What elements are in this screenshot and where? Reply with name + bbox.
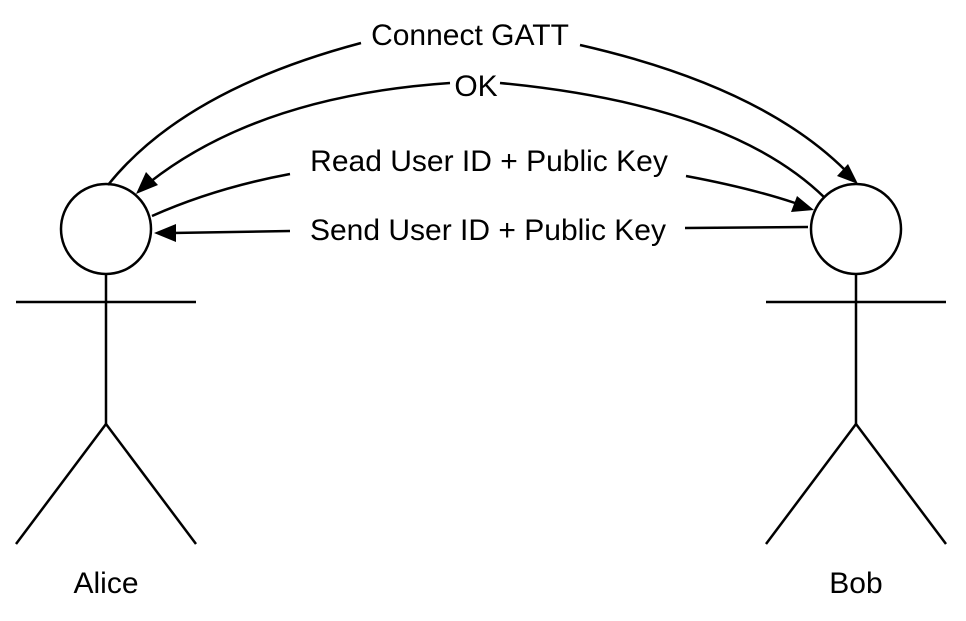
message-send-arrowhead — [154, 224, 176, 242]
message-send-line-right — [684, 225, 809, 230]
message-read-user-id: Read User ID + Public Key — [151, 145, 814, 218]
message-send-line-left — [171, 229, 291, 235]
message-connect-gatt: Connect GATT — [107, 19, 858, 186]
message-send-label: Send User ID + Public Key — [310, 214, 666, 247]
actor-alice: Alice — [15, 182, 197, 600]
bob-left-leg — [765, 423, 857, 545]
actor-bob: Bob — [765, 182, 947, 600]
alice-name: Alice — [73, 567, 138, 600]
message-read-line-right — [685, 174, 796, 205]
message-send-user-id: Send User ID + Public Key — [154, 214, 809, 247]
message-ok: OK — [136, 70, 826, 199]
message-read-label: Read User ID + Public Key — [310, 145, 668, 178]
message-connect-gatt-arrowhead — [837, 164, 858, 184]
alice-right-leg — [105, 423, 197, 545]
message-connect-gatt-line-right — [579, 43, 846, 171]
alice-left-leg — [15, 423, 107, 545]
message-ok-line-left — [149, 81, 451, 183]
bob-right-leg — [855, 423, 947, 545]
message-ok-arrowhead — [136, 172, 158, 194]
alice-head — [59, 182, 153, 276]
message-read-line-left — [151, 172, 291, 218]
message-ok-label: OK — [454, 70, 497, 103]
message-ok-line-right — [499, 81, 826, 199]
bob-name: Bob — [829, 567, 882, 600]
message-read-arrowhead — [791, 196, 814, 212]
message-connect-gatt-label: Connect GATT — [371, 19, 569, 52]
message-connect-gatt-line-left — [107, 41, 362, 186]
